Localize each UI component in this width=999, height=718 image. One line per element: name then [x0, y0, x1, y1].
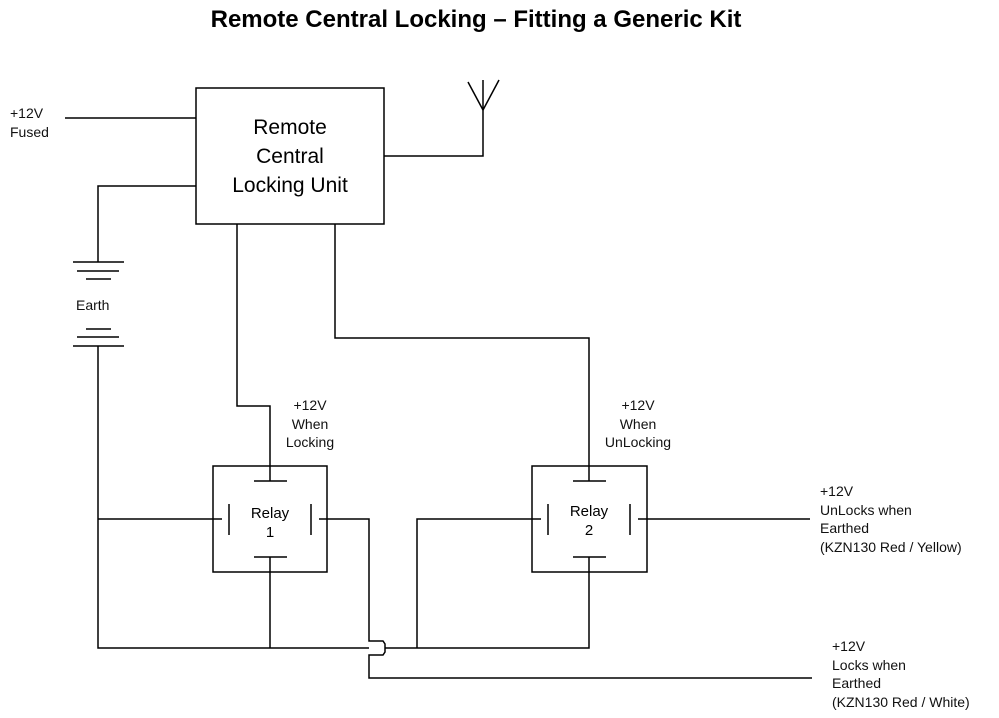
antenna-icon — [467, 79, 500, 111]
unlock-output-label: +12V UnLocks when Earthed (KZN130 Red / … — [820, 482, 962, 556]
earth-wire — [97, 185, 196, 262]
label-line: 1 — [265, 524, 275, 541]
label-line: Locking — [285, 434, 335, 450]
relay2-earth-wire — [416, 518, 532, 648]
central-locking-unit-label: Remote Central Locking Unit — [196, 88, 384, 224]
unlock-signal-wire — [334, 224, 590, 466]
label-line: When — [619, 415, 657, 432]
unit-label-line: Central — [256, 144, 324, 168]
label-line: UnLocks when — [820, 501, 912, 518]
diagram-title: Remote Central Locking – Fitting a Gener… — [210, 6, 742, 33]
lock-output-label: +12V Locks when Earthed (KZN130 Red / Wh… — [832, 637, 970, 711]
relay-1 — [212, 465, 328, 648]
antenna-wire — [384, 110, 484, 157]
label-line: +12V — [293, 397, 327, 413]
lock-output-wire — [327, 518, 812, 679]
label-line: Locks when — [832, 656, 906, 673]
relay1-note: +12V When Locking — [280, 396, 340, 452]
label-line: +12V — [820, 483, 854, 499]
earth-bus-right — [385, 572, 590, 649]
unit-label-line: Remote — [253, 115, 327, 139]
label-line: (KZN130 Red / White) — [832, 693, 970, 710]
label-line: Relay — [250, 505, 290, 522]
label-line: Earthed — [820, 520, 870, 536]
earth-symbol-bottom-icon — [73, 328, 124, 347]
label-line: (KZN130 Red / Yellow) — [820, 538, 962, 555]
label-line: Earthed — [832, 675, 882, 691]
lock-signal-wire — [236, 224, 271, 466]
label-line: Fused — [10, 123, 49, 140]
unit-label-line: Locking Unit — [232, 173, 348, 197]
earth-bus-left — [97, 346, 369, 649]
label-line: +12V — [10, 105, 44, 121]
label-line: Relay — [569, 503, 609, 520]
relay2-note: +12V When UnLocking — [597, 396, 679, 452]
label-line: When — [291, 415, 329, 432]
relay2-label: Relay 2 — [559, 502, 619, 540]
relay1-label: Relay 1 — [240, 504, 300, 542]
power-input-label: +12V Fused — [10, 104, 49, 141]
label-line: +12V — [832, 638, 866, 654]
label-line: UnLocking — [604, 434, 672, 450]
label-line: +12V — [621, 397, 655, 413]
earth-label: Earth — [76, 297, 110, 313]
earth-symbol-top-icon — [73, 261, 124, 280]
label-line: 2 — [584, 522, 594, 539]
